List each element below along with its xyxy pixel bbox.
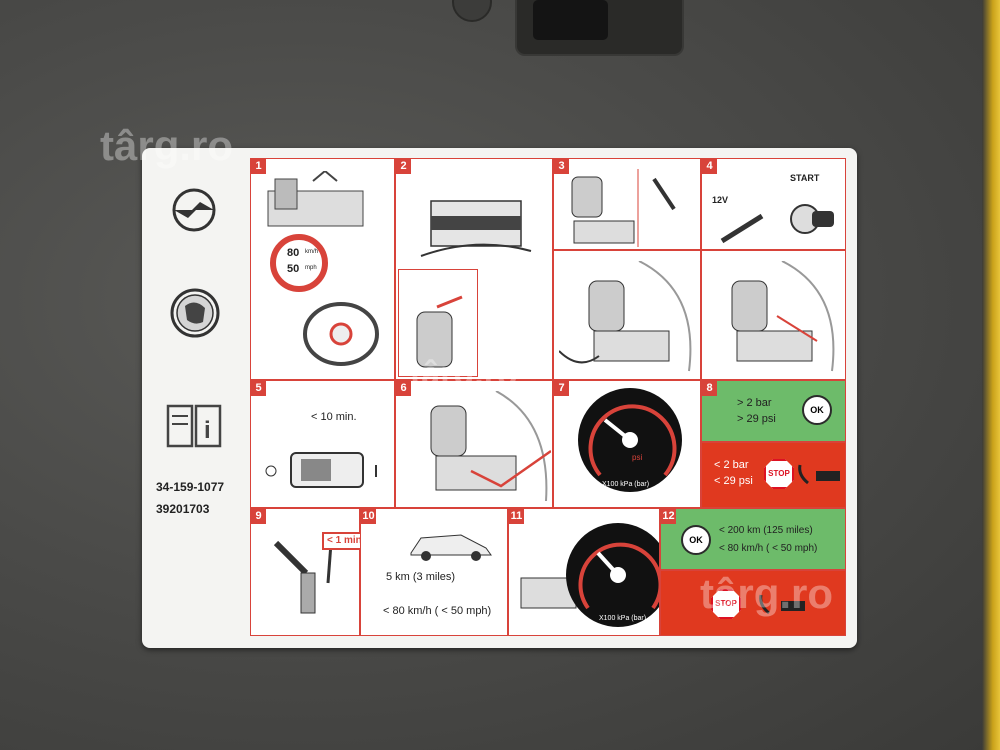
step-2-panel: 2 (395, 158, 553, 380)
step-12-ok-panel: 12 OK < 200 km (125 miles) < 80 km/h ( <… (660, 508, 846, 570)
vauxhall-logo-icon (170, 288, 220, 338)
step10-distance: 5 km (3 miles) (386, 571, 456, 583)
start-label: START (790, 173, 820, 183)
yellow-case-edge (982, 0, 1000, 750)
ok-badge: OK (802, 395, 832, 425)
trunk-illustration-icon (267, 171, 364, 227)
step-1-panel: 1 80 km/h 50 mph (250, 158, 395, 380)
rocker-switch-icon (265, 452, 377, 488)
step-12-stop-panel: STOP (660, 570, 846, 636)
sealant-bottle-icon (416, 295, 463, 368)
power-switch-rocker[interactable] (533, 0, 608, 40)
step8-ok-line2: > 29 psi (737, 413, 776, 425)
step-10-panel: 10 5 km (3 miles) < 80 km/h ( < 50 mph) (360, 508, 508, 636)
step5-time: < 10 min. (311, 411, 357, 423)
steering-wheel-icon (303, 302, 379, 366)
speed-sign-top-unit: km/h (305, 249, 319, 255)
step-number: 2 (396, 159, 411, 174)
ok-badge-2: OK (681, 525, 711, 555)
step-number: 4 (702, 159, 717, 174)
step-6-panel: 6 (395, 380, 553, 508)
gauge-unit-label-2: X100 kPa (bar) (599, 615, 647, 622)
step-number: 3 (554, 159, 569, 174)
step-5-panel: 5 < 10 min. (250, 380, 395, 508)
speed-sign-bottom: 50 (287, 263, 300, 275)
phone-tow-icon-2 (759, 594, 805, 615)
plug-icon (720, 213, 764, 244)
manual-book-icon: i (166, 404, 222, 448)
watermark-middle: târg.ro (410, 355, 518, 393)
voltage-label: 12V (712, 195, 729, 205)
car-driving-icon (410, 534, 492, 561)
gauge-check-icon (520, 523, 659, 627)
bottle-attach-icon (571, 169, 676, 247)
watermark-top: târg.ro (100, 122, 234, 169)
step-number: 10 (361, 509, 376, 524)
step-9-panel: 9 (250, 508, 360, 636)
step-number: 5 (251, 381, 266, 396)
speed-sign-top: 80 (287, 247, 300, 259)
step12-ok-line2: < 80 km/h ( < 50 mph) (719, 543, 818, 554)
step-number: 7 (554, 381, 569, 396)
compressor-running-icon (731, 261, 835, 372)
pressure-gauge-icon (578, 388, 682, 492)
valve-connect-icon (273, 540, 333, 614)
step-11-panel: 11 X100 kPa (bar) (508, 508, 660, 636)
step-3-lower-panel (553, 250, 701, 380)
step-number: 8 (702, 381, 717, 396)
step8-stop-line2: < 29 psi (714, 475, 753, 487)
step-number: 9 (251, 509, 266, 524)
step-8-stop-panel: < 2 bar < 29 psi STOP (701, 442, 846, 508)
inflating-icon (430, 391, 551, 502)
opel-logo-icon (172, 188, 216, 232)
ignition-key-icon (790, 204, 834, 234)
phone-tow-icon (798, 464, 840, 485)
step12-ok-line1: < 200 km (125 miles) (719, 525, 813, 536)
stop-sign-2: STOP (711, 589, 741, 619)
compressor-illustration-icon (420, 200, 532, 257)
svg-text:i: i (204, 417, 211, 444)
stop-sign: STOP (764, 459, 794, 489)
watermark-bottom: târg.ro (700, 570, 834, 617)
step-8-ok-panel: 8 > 2 bar > 29 psi OK (701, 380, 846, 442)
step-4-lower-panel (701, 250, 846, 380)
speed-limit-sign-icon (270, 234, 328, 292)
compressor-on-tyre-icon (559, 261, 692, 372)
step-number: 6 (396, 381, 411, 396)
step9-time: < 1 min. (327, 535, 365, 546)
step-2-inset (398, 269, 478, 377)
part-number-1: 34-159-1077 (156, 480, 225, 494)
step-number: 12 (661, 509, 676, 524)
step-number: 11 (509, 509, 524, 524)
gauge-psi-label: psi (632, 453, 643, 462)
step-number: 1 (251, 159, 266, 174)
gauge-unit-label: X100 kPa (bar) (602, 481, 650, 488)
step-7-panel: 7 psi X100 kPa (bar) (553, 380, 701, 508)
step-3-panel: 3 (553, 158, 701, 250)
speed-sign-bottom-unit: mph (305, 265, 317, 271)
step-4-panel: 4 12V START (701, 158, 846, 250)
part-number-2: 39201703 (156, 502, 210, 516)
step10-speed: < 80 km/h ( < 50 mph) (383, 605, 492, 617)
step8-stop-line1: < 2 bar (714, 459, 749, 471)
instruction-label: i 34-159-1077 39201703 1 80 km/h 50 mph … (142, 148, 857, 648)
step8-ok-line1: > 2 bar (737, 397, 772, 409)
